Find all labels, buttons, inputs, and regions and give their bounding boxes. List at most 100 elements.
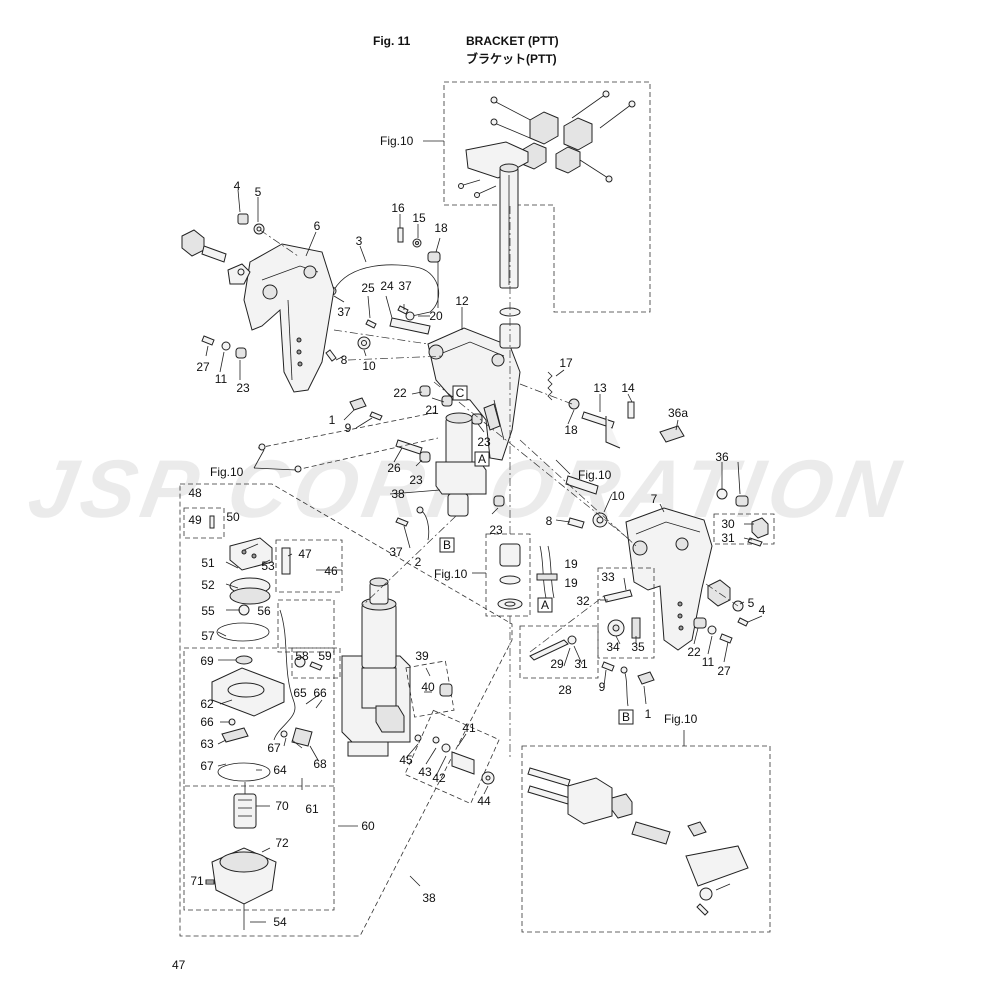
part-label: 21 bbox=[425, 403, 439, 417]
part-label: 17 bbox=[559, 356, 573, 370]
part-label: 26 bbox=[387, 461, 401, 475]
part-label: 59 bbox=[318, 649, 332, 663]
part-label: 23 bbox=[477, 435, 491, 449]
part-label: 1 bbox=[329, 413, 336, 427]
part-label: 35 bbox=[631, 640, 645, 654]
page-number: 47 bbox=[172, 958, 186, 972]
top-steering-inset bbox=[423, 81, 651, 313]
reference-markers: A C B A B bbox=[439, 385, 634, 725]
part-label: 1 bbox=[645, 707, 652, 721]
lower-right-pin-group bbox=[519, 567, 655, 707]
part-label: 13 bbox=[593, 381, 607, 395]
part-label: 18 bbox=[434, 221, 448, 235]
part-label: 36 bbox=[715, 450, 729, 464]
part-label: 54 bbox=[273, 915, 287, 929]
part-label: 50 bbox=[226, 510, 240, 524]
part-label: 43 bbox=[418, 765, 432, 779]
part-label: 11 bbox=[215, 372, 228, 386]
part-label: 37 bbox=[337, 305, 351, 319]
part-label: 69 bbox=[200, 654, 214, 668]
part-label: 11 bbox=[702, 655, 715, 669]
part-label: 33 bbox=[601, 570, 615, 584]
fig10-ref-right: Fig.10 bbox=[578, 468, 612, 482]
part-label: 25 bbox=[361, 281, 375, 295]
part-label: 23 bbox=[409, 473, 423, 487]
part-label: 31 bbox=[574, 657, 588, 671]
part-number-labels: 4 5 6 16 15 18 3 37 25 24 37 20 12 27 11… bbox=[188, 179, 765, 929]
part-label: 3 bbox=[356, 234, 363, 248]
part-label: 44 bbox=[477, 794, 491, 808]
part-label: 64 bbox=[273, 763, 287, 777]
part-label: 63 bbox=[200, 737, 214, 751]
part-label: 37 bbox=[398, 279, 412, 293]
part-label: 18 bbox=[564, 423, 578, 437]
leader-lines bbox=[205, 189, 763, 923]
fig10-ref-top: Fig.10 bbox=[380, 134, 414, 148]
part-label: 48 bbox=[188, 486, 202, 500]
part-label: 67 bbox=[267, 741, 281, 755]
part-label: 5 bbox=[255, 185, 262, 199]
part-label: 22 bbox=[393, 386, 407, 400]
marker-b-left: B bbox=[443, 538, 451, 552]
part-label: 62 bbox=[200, 697, 214, 711]
fig10-ref-left: Fig.10 bbox=[210, 465, 244, 479]
part-label: 23 bbox=[489, 523, 503, 537]
part-label: 27 bbox=[717, 664, 731, 678]
part-label: 22 bbox=[687, 645, 701, 659]
center-bushing-inset bbox=[472, 206, 558, 760]
part-label: 60 bbox=[361, 819, 375, 833]
part-label: 4 bbox=[234, 179, 241, 193]
part-label: 8 bbox=[341, 353, 348, 367]
part-label: 10 bbox=[362, 359, 376, 373]
part-label: 10 bbox=[611, 489, 625, 503]
part-label: 52 bbox=[201, 578, 215, 592]
part-label: 37 bbox=[389, 545, 403, 559]
part-label: 68 bbox=[313, 757, 327, 771]
part-label: 66 bbox=[313, 686, 327, 700]
part-label: 72 bbox=[275, 836, 289, 850]
part-label: 15 bbox=[412, 211, 426, 225]
part-label: 9 bbox=[599, 680, 606, 694]
figure-label: Fig. 11 bbox=[373, 34, 411, 48]
part-label: 23 bbox=[236, 381, 250, 395]
part-label: 30 bbox=[721, 517, 735, 531]
part-label: 5 bbox=[748, 596, 755, 610]
part-label: 19 bbox=[564, 576, 578, 590]
part-label: 20 bbox=[429, 309, 443, 323]
part-label: 70 bbox=[275, 799, 289, 813]
part-label: 71 bbox=[190, 874, 204, 888]
upper-center-parts bbox=[237, 213, 441, 350]
part-label: 24 bbox=[380, 279, 394, 293]
fig10-ref-center: Fig.10 bbox=[434, 567, 468, 581]
fig10-ref-bottom-right: Fig.10 bbox=[664, 712, 698, 726]
marker-b-right: B bbox=[622, 710, 630, 724]
part-label: 32 bbox=[576, 594, 590, 608]
ptt-motor-pump-group bbox=[179, 483, 513, 937]
marker-c: C bbox=[456, 386, 465, 400]
part-label: 7 bbox=[651, 492, 658, 506]
part-label: 45 bbox=[399, 753, 413, 767]
title-english: BRACKET (PTT) bbox=[466, 34, 559, 48]
marker-a-upper: A bbox=[478, 452, 486, 466]
tilt-cylinder-upper bbox=[257, 397, 505, 541]
part-label: 42 bbox=[432, 771, 446, 785]
part-label: 4 bbox=[759, 603, 766, 617]
title-japanese: ブラケット(PTT) bbox=[466, 52, 557, 66]
part-label: 56 bbox=[257, 604, 271, 618]
part-label: 49 bbox=[188, 513, 202, 527]
tilt-cylinder-body bbox=[341, 577, 500, 805]
part-label: 31 bbox=[721, 531, 735, 545]
part-label: 61 bbox=[305, 802, 319, 816]
part-label: 40 bbox=[421, 680, 435, 694]
part-label: 14 bbox=[621, 381, 635, 395]
part-label: 2 bbox=[415, 555, 422, 569]
left-clamp-bracket bbox=[181, 229, 337, 393]
part-label: 9 bbox=[345, 421, 352, 435]
cross-reference-labels: Fig.10 Fig.10 Fig.10 Fig.10 Fig.10 bbox=[210, 134, 698, 726]
part-label: 12 bbox=[455, 294, 469, 308]
part-label: 38 bbox=[391, 487, 405, 501]
part-label: 55 bbox=[201, 604, 215, 618]
part-label: 34 bbox=[606, 640, 620, 654]
part-label: 27 bbox=[196, 360, 210, 374]
